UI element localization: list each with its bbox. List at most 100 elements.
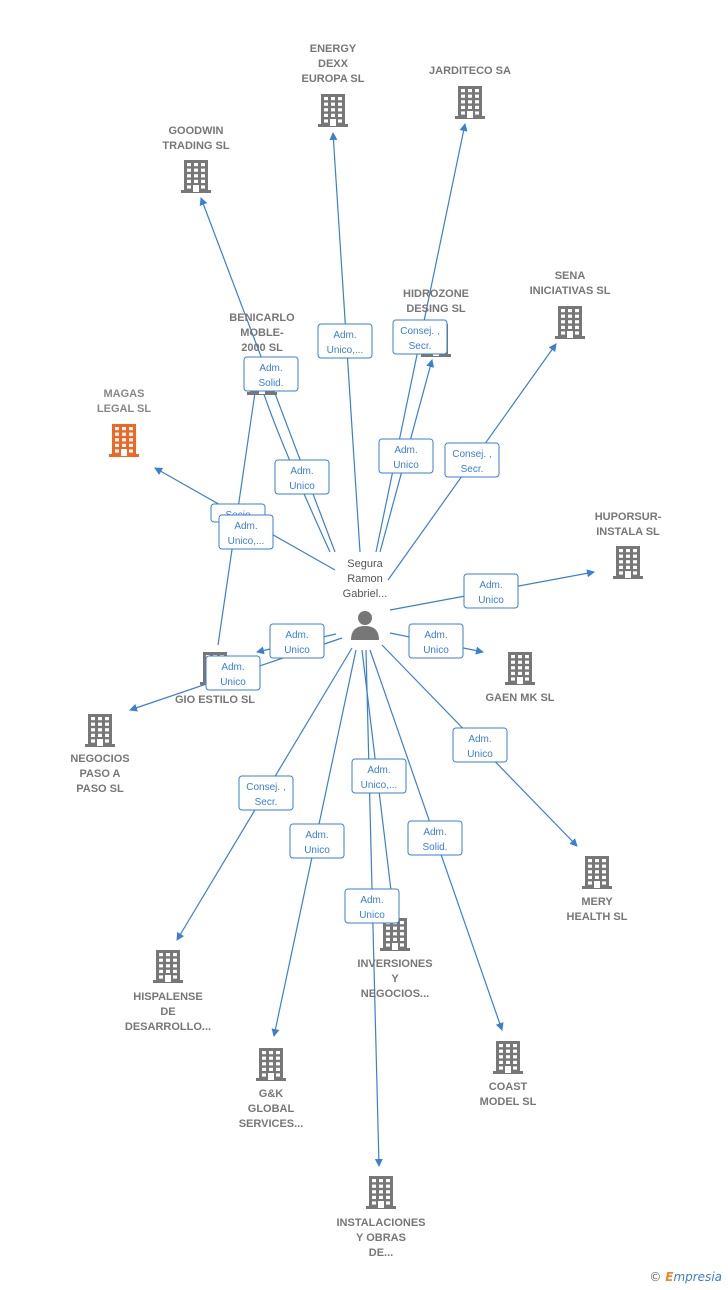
building-icon-gaen[interactable] [505,652,535,685]
relation-label-inversiones[interactable]: Adm. Unico,... [351,758,407,794]
building-icon-hupor[interactable] [613,546,643,579]
company-label-magas: MAGAS LEGAL SL [97,388,151,415]
relation-label-gaen[interactable]: Adm. Unico [408,623,464,659]
building-icon-hispalense[interactable] [153,950,183,983]
building-icon-goodwin[interactable] [181,160,211,193]
relation-label-text: Adm.Unico [478,580,504,606]
relation-label-text: Adm.Unico,... [327,330,364,356]
company-label-energy-line: ENERGY [310,43,357,55]
relation-label-benicarlo[interactable]: Adm. Unico,... [218,514,274,550]
relation-label-line: Consej. , [246,782,285,793]
relation-label-mery[interactable]: Adm.Unico [452,727,508,763]
relation-label-negocios[interactable]: Adm.Unico [205,655,261,691]
relation-label-line: Adm. [290,466,313,477]
company-label-mery-line: MERY [581,896,613,908]
copyright-icon: © [649,1270,662,1284]
relation-label-line: Solid. [422,842,447,853]
relation-label-hupor[interactable]: Adm.Unico [463,573,519,609]
building-icon-gk[interactable] [256,1048,286,1081]
relation-label-line: Consej. , [452,449,491,460]
relation-label-coast[interactable]: Adm.Solid. [407,820,463,856]
relation-label-text: Adm.Unico [467,734,493,760]
relation-label-gk[interactable]: Adm.Unico [289,823,345,859]
company-label-gio-line: GIO ESTILO SL [175,694,255,706]
relation-label-line: Unico [423,645,449,656]
company-label-hidrozone-line: DESING SL [406,303,466,315]
relation-label-line: Unico [467,749,493,760]
relation-label-line: Secr. [461,464,484,475]
relation-label-line: Adm. [285,630,308,641]
relation-label-line: Unico [359,910,385,921]
relation-label-hidrozone[interactable]: Adm.Unico [378,438,434,474]
person-icon[interactable] [351,611,379,640]
relation-label-text: Consej. , Secr. [246,782,285,808]
relation-label-line: Unico,... [228,536,265,547]
relation-label-line: Unico [284,645,310,656]
relation-label-jarditeco[interactable]: Consej. ,Secr. [392,319,448,355]
brand-logo-letter: E [665,1270,674,1284]
building-icon-jarditeco[interactable] [455,86,485,119]
relation-label-line: Unico,... [361,780,398,791]
relation-label-box [218,514,274,550]
building-icon-negocios[interactable] [85,714,115,747]
company-label-coast: COAST MODEL SL [480,1081,537,1108]
relation-label-line: Adm. [367,765,390,776]
company-label-hupor-line: HUPORSUR- [595,511,662,523]
company-label-inversiones-line: INVERSIONES [357,958,432,970]
relation-label-box [205,655,261,691]
relation-label-line: Adm. [479,580,502,591]
company-label-hidrozone-line: HIDROZONE [403,288,469,300]
relation-label-box [243,356,299,392]
relation-label-line: Adm. [394,445,417,456]
company-label-gk-line: SERVICES... [239,1118,304,1130]
company-label-hidrozone: HIDROZONE DESING SL [403,288,469,315]
relation-label-text: Adm.Unico [289,466,315,492]
relation-label-line: Adm. [234,521,257,532]
company-label-magas-line: LEGAL SL [97,403,151,415]
company-label-coast-line: MODEL SL [480,1096,537,1108]
relation-label-text: Consej. ,Secr. [400,326,439,352]
brand-footer: © Empresia [649,1270,722,1284]
relation-label-box [274,459,330,495]
building-icon-energy[interactable] [318,94,348,127]
relation-label-box [269,623,325,659]
relation-label-box [463,573,519,609]
company-label-gaen-line: GAEN MK SL [485,692,554,704]
relation-label-instalaciones[interactable]: Adm.Unico [344,888,400,924]
relation-label-line: Unico [304,845,330,856]
building-icon-magas[interactable] [109,424,139,457]
relation-label-text: Adm. Unico [423,630,449,656]
company-label-jarditeco-line: JARDITECO SA [429,65,511,77]
relation-label-goodwin[interactable]: Adm.Unico [274,459,330,495]
relation-label-hispalense[interactable]: Consej. , Secr. [238,775,294,811]
company-label-gio: GIO ESTILO SL [175,694,255,706]
company-label-instalaciones-line: DE... [369,1247,393,1259]
building-icon-instalaciones[interactable] [366,1176,396,1209]
company-label-magas-line: MAGAS [104,388,145,400]
company-label-inversiones-line: Y [391,973,399,985]
relation-label-benicarlo[interactable]: Adm.Solid. [243,356,299,392]
relation-label-line: Unico [220,677,246,688]
company-label-sena-line: SENA [555,270,586,282]
relation-label-text: Adm.Unico [359,895,385,921]
relation-label-gio[interactable]: Adm. Unico [269,623,325,659]
company-label-coast-line: COAST [489,1081,528,1093]
building-icon-sena[interactable] [555,306,585,339]
company-label-goodwin-line: TRADING SL [162,140,230,152]
company-label-hupor: HUPORSUR-INSTALA SL [595,511,662,538]
building-icon-mery[interactable] [582,856,612,889]
company-label-instalaciones-line: Y OBRAS [356,1232,406,1244]
building-icon-coast[interactable] [493,1041,523,1074]
company-label-gk-line: G&K [259,1088,284,1100]
relation-label-energy[interactable]: Adm.Unico,... [317,323,373,359]
relation-label-line: Adm. [424,630,447,641]
relation-label-box [378,438,434,474]
relation-label-line: Secr. [255,797,278,808]
relation-label-box [344,888,400,924]
relation-label-sena[interactable]: Consej. , Secr. [444,442,500,478]
